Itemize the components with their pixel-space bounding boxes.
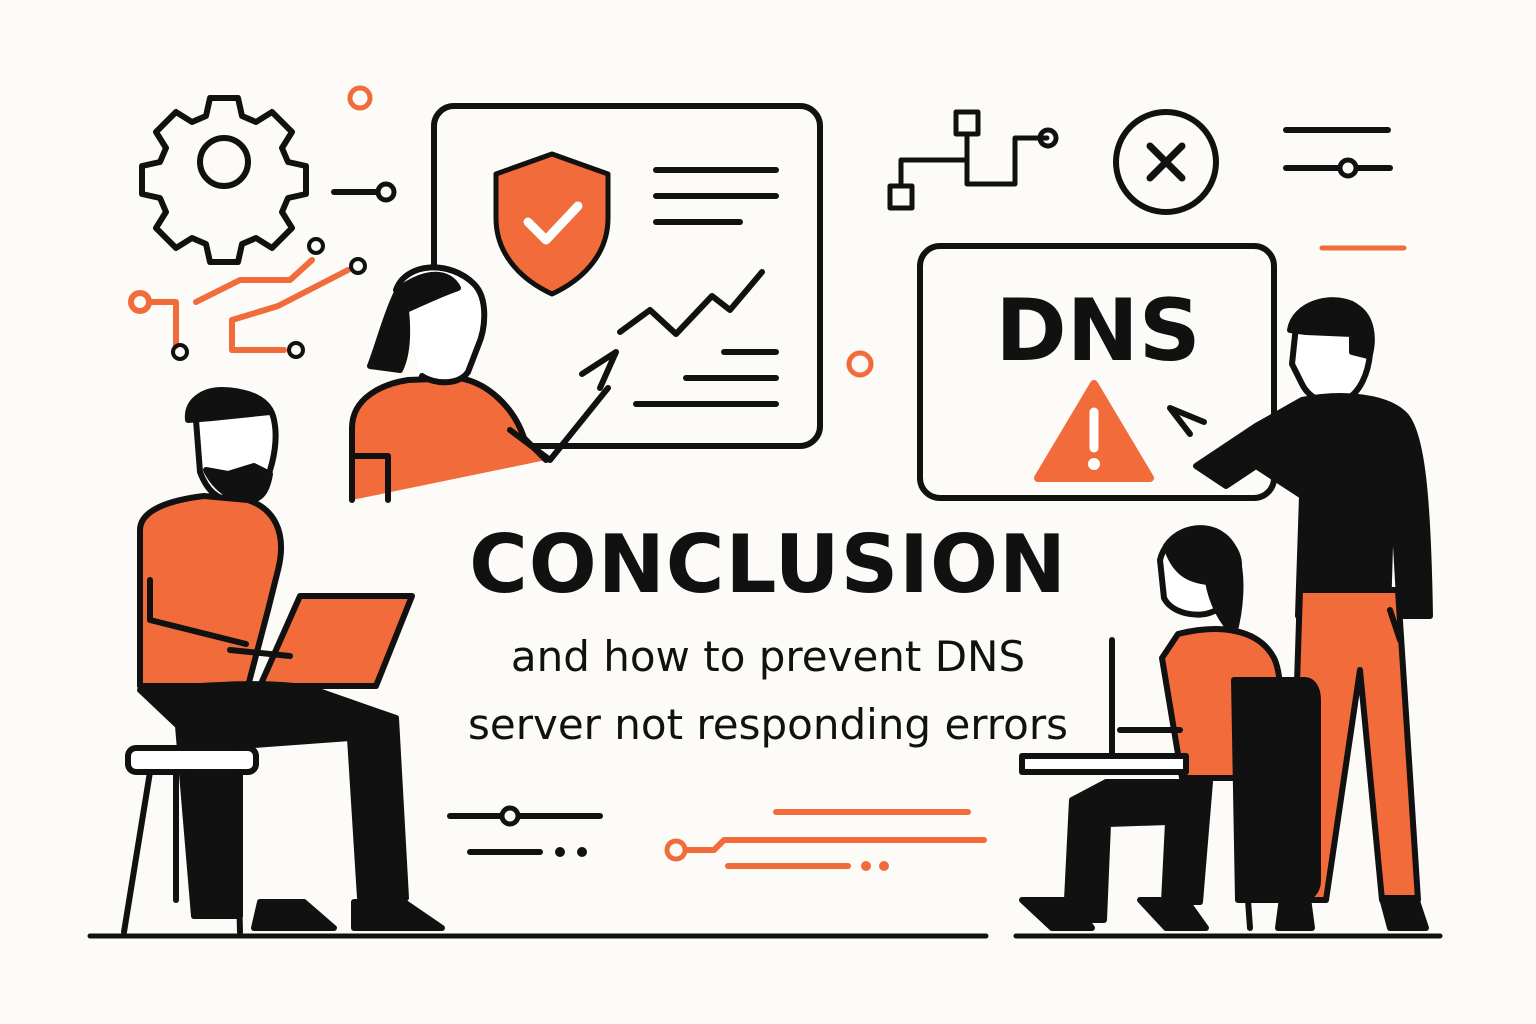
dns-label: DNS [995, 281, 1200, 381]
network-nodes-icon [887, 109, 1059, 211]
line-chart-icon [617, 269, 765, 337]
gear-icon [139, 95, 309, 265]
subtitle-line-2: server not responding errors [468, 700, 1068, 749]
woman-pointing-figure [349, 264, 619, 503]
connector-line-icon [331, 181, 397, 203]
small-ring-icon [347, 85, 373, 111]
warning-triangle-icon [1034, 380, 1154, 482]
shield-check-icon [493, 151, 611, 297]
text-lines-icon [633, 167, 779, 407]
dns-panel: DNS [917, 243, 1277, 501]
close-circle-icon [1113, 109, 1219, 215]
seated-woman-figure [1019, 525, 1321, 931]
slider-icon [1283, 127, 1407, 251]
circuit-lines-icon [128, 237, 367, 361]
bottom-decoration-lines [447, 805, 987, 871]
page-title: CONCLUSION [469, 518, 1067, 611]
small-ring-icon [846, 350, 874, 378]
subtitle-line-1: and how to prevent DNS [510, 632, 1026, 681]
man-pointing-figure [1167, 297, 1433, 931]
stool [121, 745, 259, 935]
man-with-laptop-figure [121, 387, 445, 935]
